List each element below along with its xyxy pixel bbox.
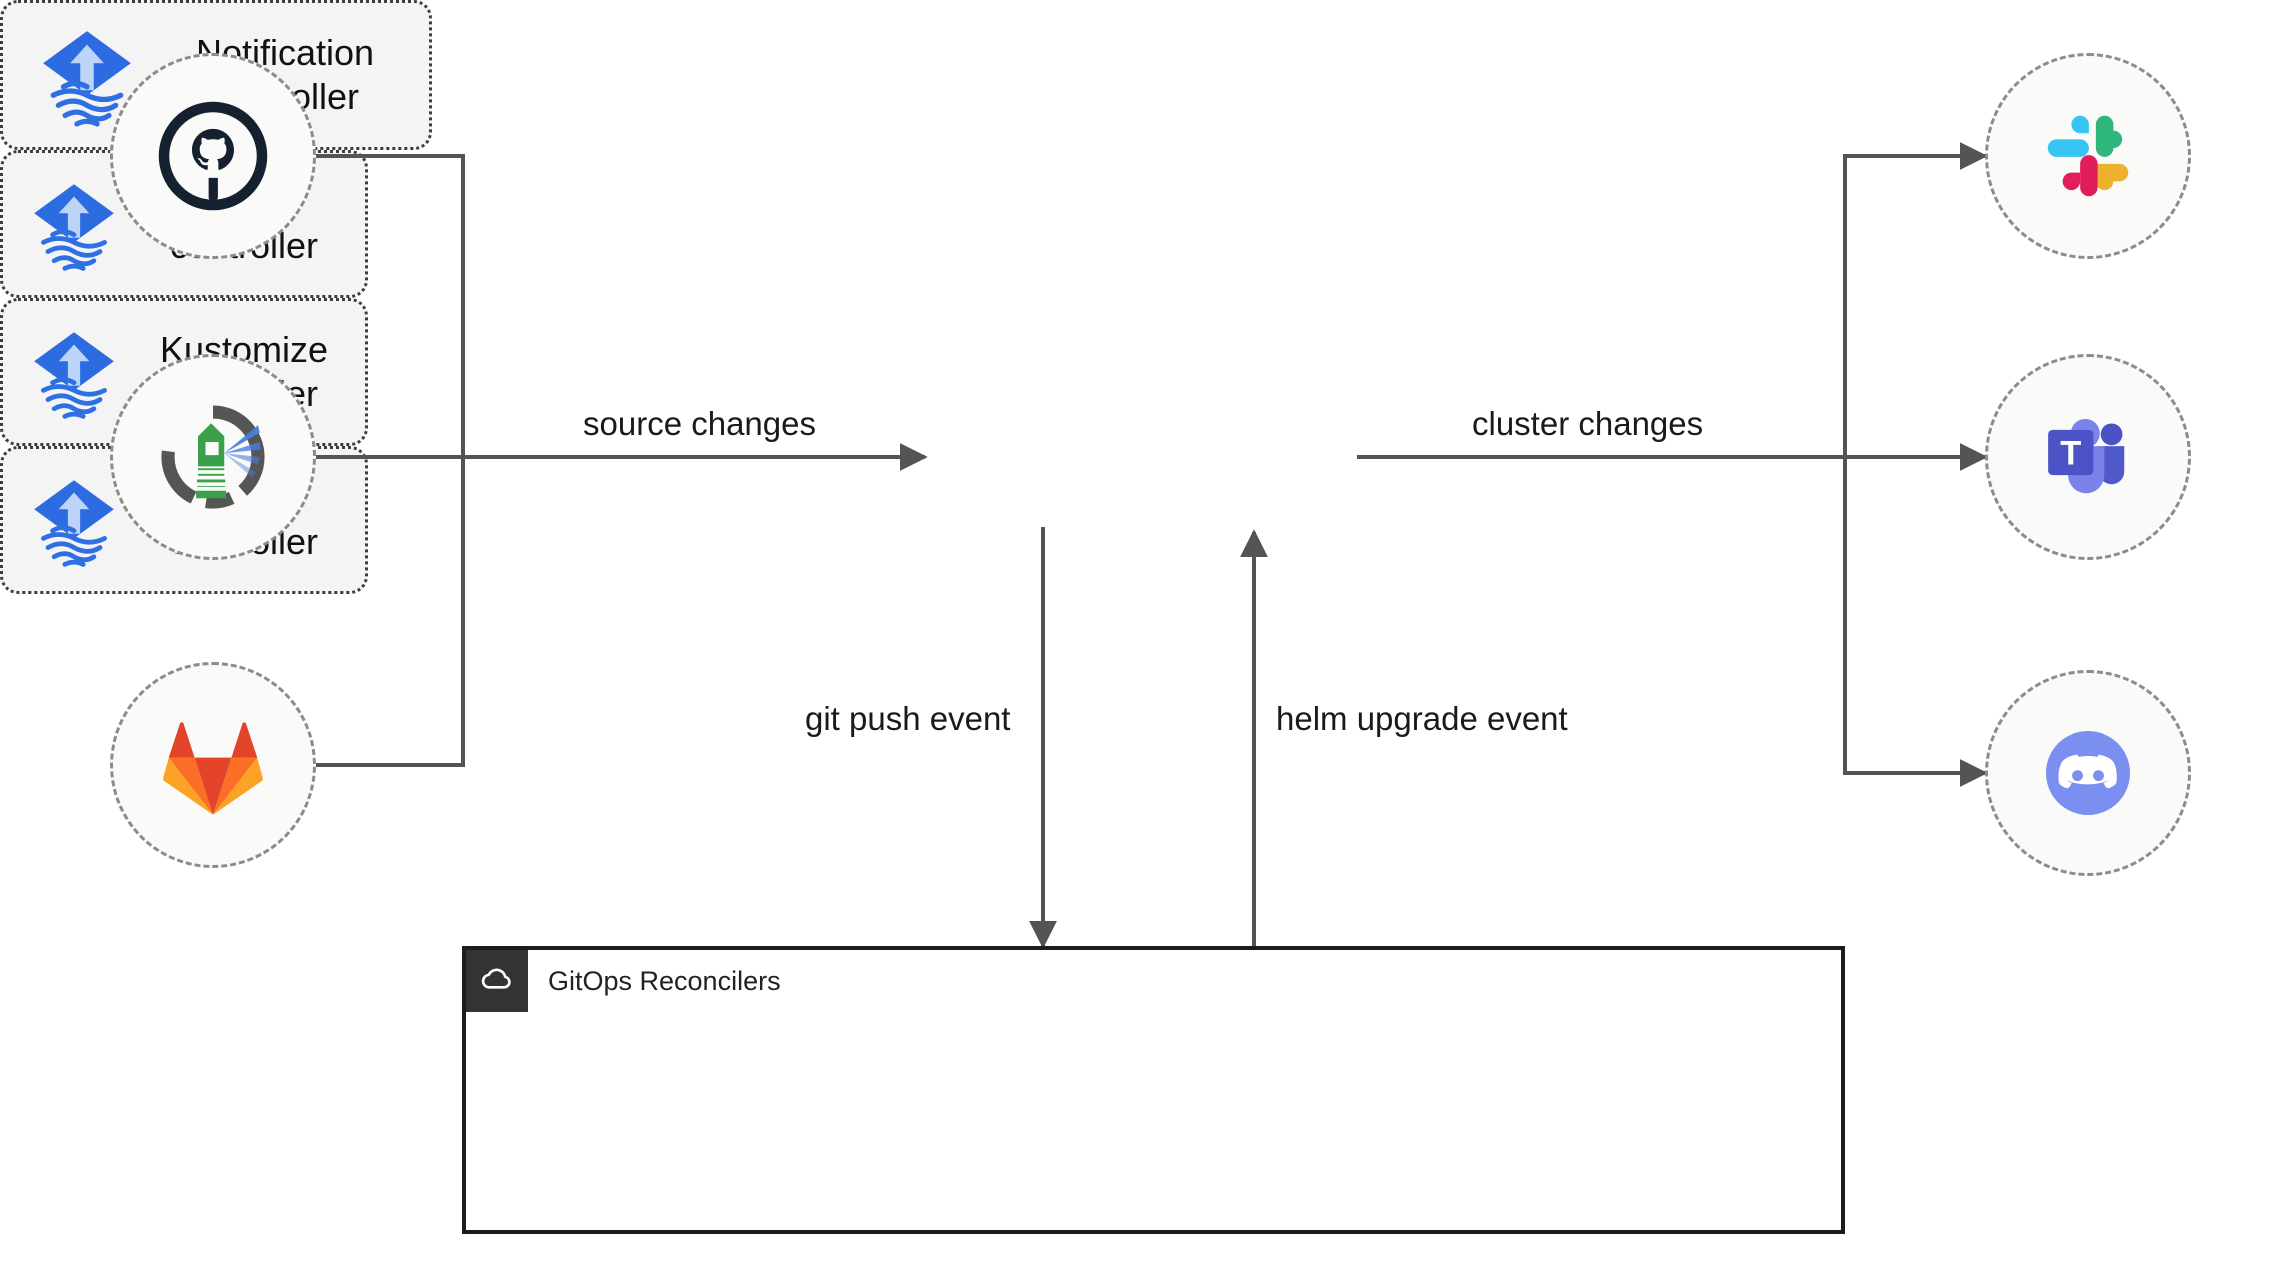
container-title: GitOps Reconcilers bbox=[548, 966, 781, 996]
edge-label-helm-upgrade-event: helm upgrade event bbox=[1276, 700, 1568, 737]
cloud-tag bbox=[466, 950, 528, 1012]
provider-node-slack[interactable] bbox=[1985, 53, 2191, 259]
source-node-gitea[interactable] bbox=[110, 354, 316, 560]
flux-icon bbox=[25, 471, 123, 569]
gitlab-icon bbox=[163, 722, 263, 815]
source-node-gitlab[interactable] bbox=[110, 662, 316, 868]
flux-icon bbox=[25, 323, 123, 421]
provider-node-discord[interactable] bbox=[1985, 670, 2191, 876]
edge-gitlab-to-bus bbox=[313, 457, 465, 767]
svg-text:T: T bbox=[2060, 434, 2081, 472]
slack-icon bbox=[2047, 115, 2129, 197]
gitops-reconcilers-container: GitOps Reconcilers bbox=[462, 946, 1845, 1234]
edge-label-cluster-changes: cluster changes bbox=[1472, 405, 1704, 442]
edge-label-source-changes: source changes bbox=[583, 405, 816, 442]
cloud-icon bbox=[481, 968, 511, 989]
edge-github-to-bus bbox=[313, 154, 465, 457]
msteams-icon: T bbox=[2048, 418, 2125, 494]
edge-label-git-push-event: git push event bbox=[805, 700, 1011, 737]
flux-icon bbox=[33, 21, 141, 129]
github-icon bbox=[158, 101, 268, 211]
edge-bus-to-discord bbox=[1843, 457, 1988, 787]
discord-icon bbox=[2046, 731, 2130, 815]
source-node-github[interactable] bbox=[110, 53, 316, 259]
gitea-icon bbox=[161, 405, 265, 509]
flux-icon bbox=[25, 175, 123, 273]
edge-bus-to-slack bbox=[1843, 142, 1988, 457]
provider-node-teams[interactable]: T bbox=[1985, 354, 2191, 560]
